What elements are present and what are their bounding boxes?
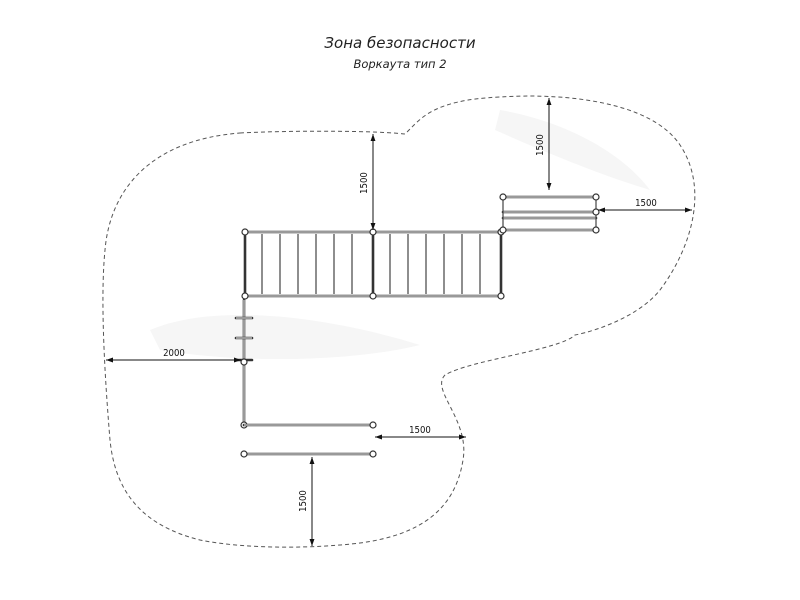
dimension-label: 1500 — [298, 490, 309, 512]
dimension-label: 1500 — [409, 425, 431, 436]
dimension-left-horizontal: 2000 — [106, 348, 241, 363]
dimension-bottom-vertical: 1500 — [298, 457, 315, 546]
dimension-label: 1500 — [535, 134, 546, 156]
dimension-bottom-right-horizontal: 1500 — [375, 425, 466, 440]
drawing-subtitle: Воркаута тип 2 — [353, 57, 446, 71]
dimension-upper-right-vertical: 1500 — [535, 98, 552, 190]
dimension-label: 2000 — [163, 348, 185, 359]
drawing-title: Зона безопасности — [324, 34, 475, 52]
horizontal-ladder — [241, 228, 505, 300]
horizontal-bar-low — [242, 421, 377, 429]
dimension-right-horizontal: 1500 — [598, 198, 692, 213]
safety-zone-outline — [102, 95, 696, 548]
dimension-label: 1500 — [359, 172, 370, 194]
dimension-label: 1500 — [635, 198, 657, 209]
background-shadow — [495, 110, 650, 190]
background-shadow — [150, 314, 420, 360]
wall-bars-post — [234, 298, 254, 429]
dimension-top-vertical: 1500 — [359, 134, 376, 230]
parallel-bars — [499, 193, 600, 234]
horizontal-bar-separate — [240, 450, 377, 458]
